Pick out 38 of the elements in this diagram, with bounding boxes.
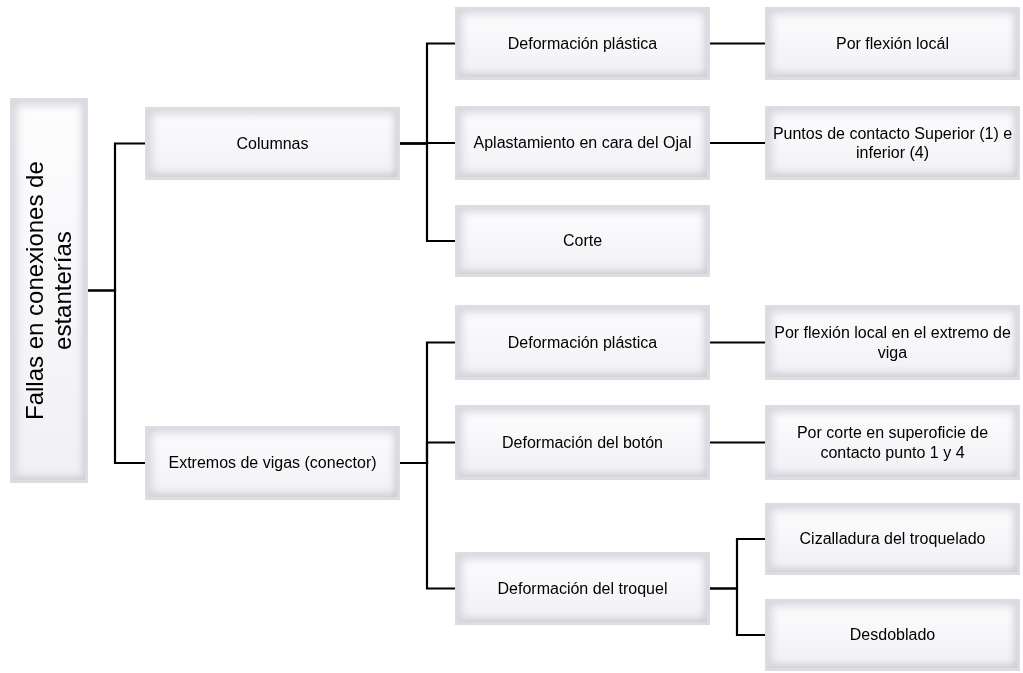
connector-line: [710, 141, 765, 145]
category-box: [455, 305, 710, 380]
node-text: Corte: [562, 231, 603, 251]
category-box: [765, 106, 1020, 180]
connector-line: [88, 289, 145, 465]
connector-line: [710, 441, 765, 444]
connector-line: [400, 142, 455, 243]
category-box: [765, 7, 1020, 80]
node-text: Deformación plástica: [507, 332, 658, 353]
node-text: Por flexión local en el extremo de viga: [773, 323, 1012, 362]
node-text: Aplastamiento en cara del Ojal: [473, 133, 692, 153]
node-text: Puntos de contacto Superior (1) e inferior (4): [772, 123, 1013, 163]
category-box: [455, 205, 710, 277]
node-text: Deformación del troquel: [497, 578, 668, 599]
node-text: Deformación plástica: [507, 33, 658, 54]
connector-line: [400, 461, 455, 590]
category-box: [455, 552, 710, 625]
category-box: [10, 98, 88, 483]
category-box: [145, 426, 400, 500]
node-text: Fallas en conexiones de estanterías: [21, 160, 77, 422]
category-box: [765, 503, 1020, 575]
node-text: Por flexión locál: [836, 33, 949, 54]
node-text: Extremos de vigas (conector): [168, 453, 377, 473]
category-box: [765, 599, 1020, 671]
connector-line: [710, 42, 765, 45]
category-box: [765, 405, 1020, 480]
node-text: Columnas: [236, 133, 309, 154]
node-text: Desdoblado: [849, 625, 936, 645]
category-box: [455, 106, 710, 180]
category-box: [765, 305, 1020, 380]
node-text: Deformación del botón: [502, 432, 663, 453]
node-text: Por corte en superoficie de contacto punto 1 y 4: [795, 423, 990, 462]
category-box: [455, 7, 710, 80]
connector-line: [710, 587, 765, 637]
category-box: [145, 107, 400, 180]
category-box: [455, 405, 710, 480]
node-text: Cizalladura del troquelado: [799, 529, 986, 549]
connector-line: [710, 341, 765, 344]
